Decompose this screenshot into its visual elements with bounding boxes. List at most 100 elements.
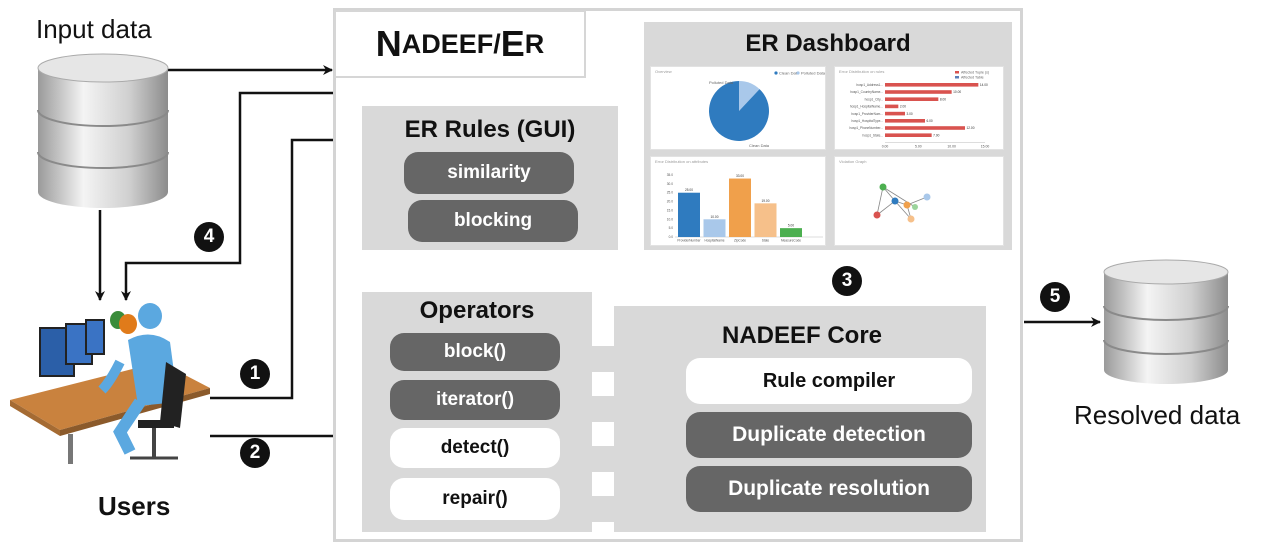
rules-category-label: hosp1_State... <box>862 133 883 137</box>
pie-legend-polluted: Polluted Data <box>801 71 826 76</box>
attributes-y-tick: 25.0 <box>667 191 673 195</box>
rules-value-label: 14.00 <box>980 83 988 87</box>
pie-label-polluted: Polluted Data <box>709 80 734 85</box>
attributes-y-tick: 0.0 <box>669 235 674 239</box>
iterator-operator-pill[interactable]: iterator() <box>390 380 560 420</box>
attributes-value-label: 19.00 <box>762 199 770 203</box>
repair-operator-pill[interactable]: repair() <box>390 478 560 520</box>
attributes-bar <box>678 192 700 237</box>
violation-graph-panel: Violation Graph <box>834 156 1004 246</box>
er-rules-panel: ER Rules (GUI) similarity blocking <box>362 106 618 250</box>
step-5-badge: 5 <box>1040 282 1070 312</box>
rules-bar <box>885 90 952 94</box>
attributes-y-tick: 30.0 <box>667 182 673 186</box>
attributes-value-label: 33.00 <box>736 174 744 178</box>
users-illustration <box>10 303 210 464</box>
rules-error-chart-title: Error Distribution on rules <box>839 69 885 74</box>
attributes-bar <box>729 178 751 237</box>
rules-value-label: 10.00 <box>953 90 961 94</box>
graph-node-red <box>873 211 881 219</box>
attributes-bar <box>754 203 777 237</box>
pie-slice-1 <box>739 81 760 111</box>
rules-category-label: hosp1_PhoneNumber... <box>850 126 884 130</box>
rules-error-chart-panel: Error Distribution on rules hosp1_Addres… <box>834 66 1004 150</box>
rules-category-label: hosp1_Address1... <box>856 83 883 87</box>
detect-operator-pill[interactable]: detect() <box>390 428 560 468</box>
duplicate-detection-pill[interactable]: Duplicate detection <box>686 412 972 458</box>
duplicate-resolution-pill[interactable]: Duplicate resolution <box>686 466 972 512</box>
pie-label-clean: Clean Data <box>749 143 770 148</box>
rules-value-label: 12.00 <box>967 126 975 130</box>
attributes-error-chart-title: Error Distribution on attributes <box>655 159 709 164</box>
er-dashboard-panel: ER Dashboard Overview Clean Data Pollute… <box>644 22 1012 250</box>
rules-legend-tuple: Affected Tuple (s) <box>961 71 989 75</box>
users-label: Users <box>98 491 171 521</box>
rules-category-label: hosp1_CountryName... <box>850 90 883 94</box>
step-4-badge: 4 <box>194 222 224 252</box>
attributes-error-bar-chart: 0.05.010.015.020.025.030.035.025.00Provi… <box>667 173 823 243</box>
rules-bar <box>885 126 965 130</box>
rules-value-label: 8.00 <box>940 97 946 101</box>
rules-bar <box>885 119 925 123</box>
rules-category-label: hosp1_HospitalType... <box>851 119 883 123</box>
input-database-icon <box>37 53 169 208</box>
core-title: NADEEF Core <box>721 322 883 349</box>
rule-compiler-pill[interactable]: Rule compiler <box>686 358 972 404</box>
attributes-y-tick: 15.0 <box>667 208 673 212</box>
rules-value-label: 7.00 <box>933 133 939 137</box>
rules-legend-table: Affected Table <box>961 76 984 80</box>
attributes-value-label: 5.00 <box>788 224 794 228</box>
block-operator-pill[interactable]: block() <box>390 333 560 371</box>
rules-error-bar-chart: hosp1_Address1... 14.00 hosp1_CountryName.… <box>850 71 990 149</box>
graph-node-lightblue <box>923 193 931 201</box>
graph-node-orange <box>903 201 911 209</box>
resolved-database-icon <box>1103 259 1229 384</box>
rules-x-tick: 5.00 <box>915 145 922 149</box>
arrow-users-to-rules <box>210 135 361 400</box>
graph-node-green <box>879 183 887 191</box>
rules-category-label: hosp1_ProviderNum... <box>851 112 883 116</box>
rules-bar <box>885 97 939 101</box>
resolved-data-label: Resolved data <box>1074 400 1241 430</box>
attributes-bar <box>703 219 726 237</box>
operators-title: Operators <box>419 297 535 324</box>
rules-x-tick: 10.00 <box>947 145 956 149</box>
blocking-pill[interactable]: blocking <box>408 200 578 242</box>
attributes-category-label: State <box>762 239 770 243</box>
rules-value-label: 2.00 <box>900 105 906 109</box>
step-3-badge: 3 <box>832 266 862 296</box>
er-rules-title: ER Rules (GUI) <box>404 116 576 143</box>
rules-bar <box>885 111 905 116</box>
rules-x-tick: 15.00 <box>981 145 990 149</box>
attributes-bar <box>780 228 802 237</box>
pie-slice-2 <box>709 81 769 141</box>
attributes-y-tick: 10.0 <box>667 217 673 221</box>
dashboard-title: ER Dashboard <box>745 30 911 57</box>
graph-node-blue <box>891 197 899 205</box>
step-1-badge: 1 <box>240 359 270 389</box>
rules-category-label: hosp1_HospitalName... <box>850 105 883 109</box>
operators-core-connector <box>592 306 668 532</box>
attributes-value-label: 10.00 <box>711 215 719 219</box>
attributes-category-label: HospitalName <box>704 239 724 243</box>
overview-pie-chart: Clean Data Polluted Data Polluted Data C… <box>709 71 826 148</box>
nadeef-core-panel: NADEEF Core Rule compiler Duplicate dete… <box>666 306 986 532</box>
violation-graph <box>873 183 931 223</box>
rules-bar <box>885 83 979 87</box>
operators-panel: Operators block() iterator() detect() re… <box>362 292 592 532</box>
pie-legend-clean: Clean Data <box>779 71 800 76</box>
overview-chart-panel: Overview Clean Data Polluted Data Pollut… <box>650 66 826 150</box>
attributes-category-label: ZipCode <box>734 239 746 243</box>
rules-x-tick: 0.00 <box>882 145 889 149</box>
attributes-y-tick: 35.0 <box>667 173 673 177</box>
attributes-category-label: ProviderNumber <box>677 239 701 243</box>
attributes-value-label: 25.00 <box>685 188 693 192</box>
attributes-y-tick: 20.0 <box>667 200 673 204</box>
rules-value-label: 6.00 <box>927 119 933 123</box>
step-2-badge: 2 <box>240 438 270 468</box>
rules-category-label: hosp1_City... <box>865 97 883 101</box>
similarity-pill[interactable]: similarity <box>404 152 574 194</box>
input-data-label: Input data <box>36 14 152 44</box>
